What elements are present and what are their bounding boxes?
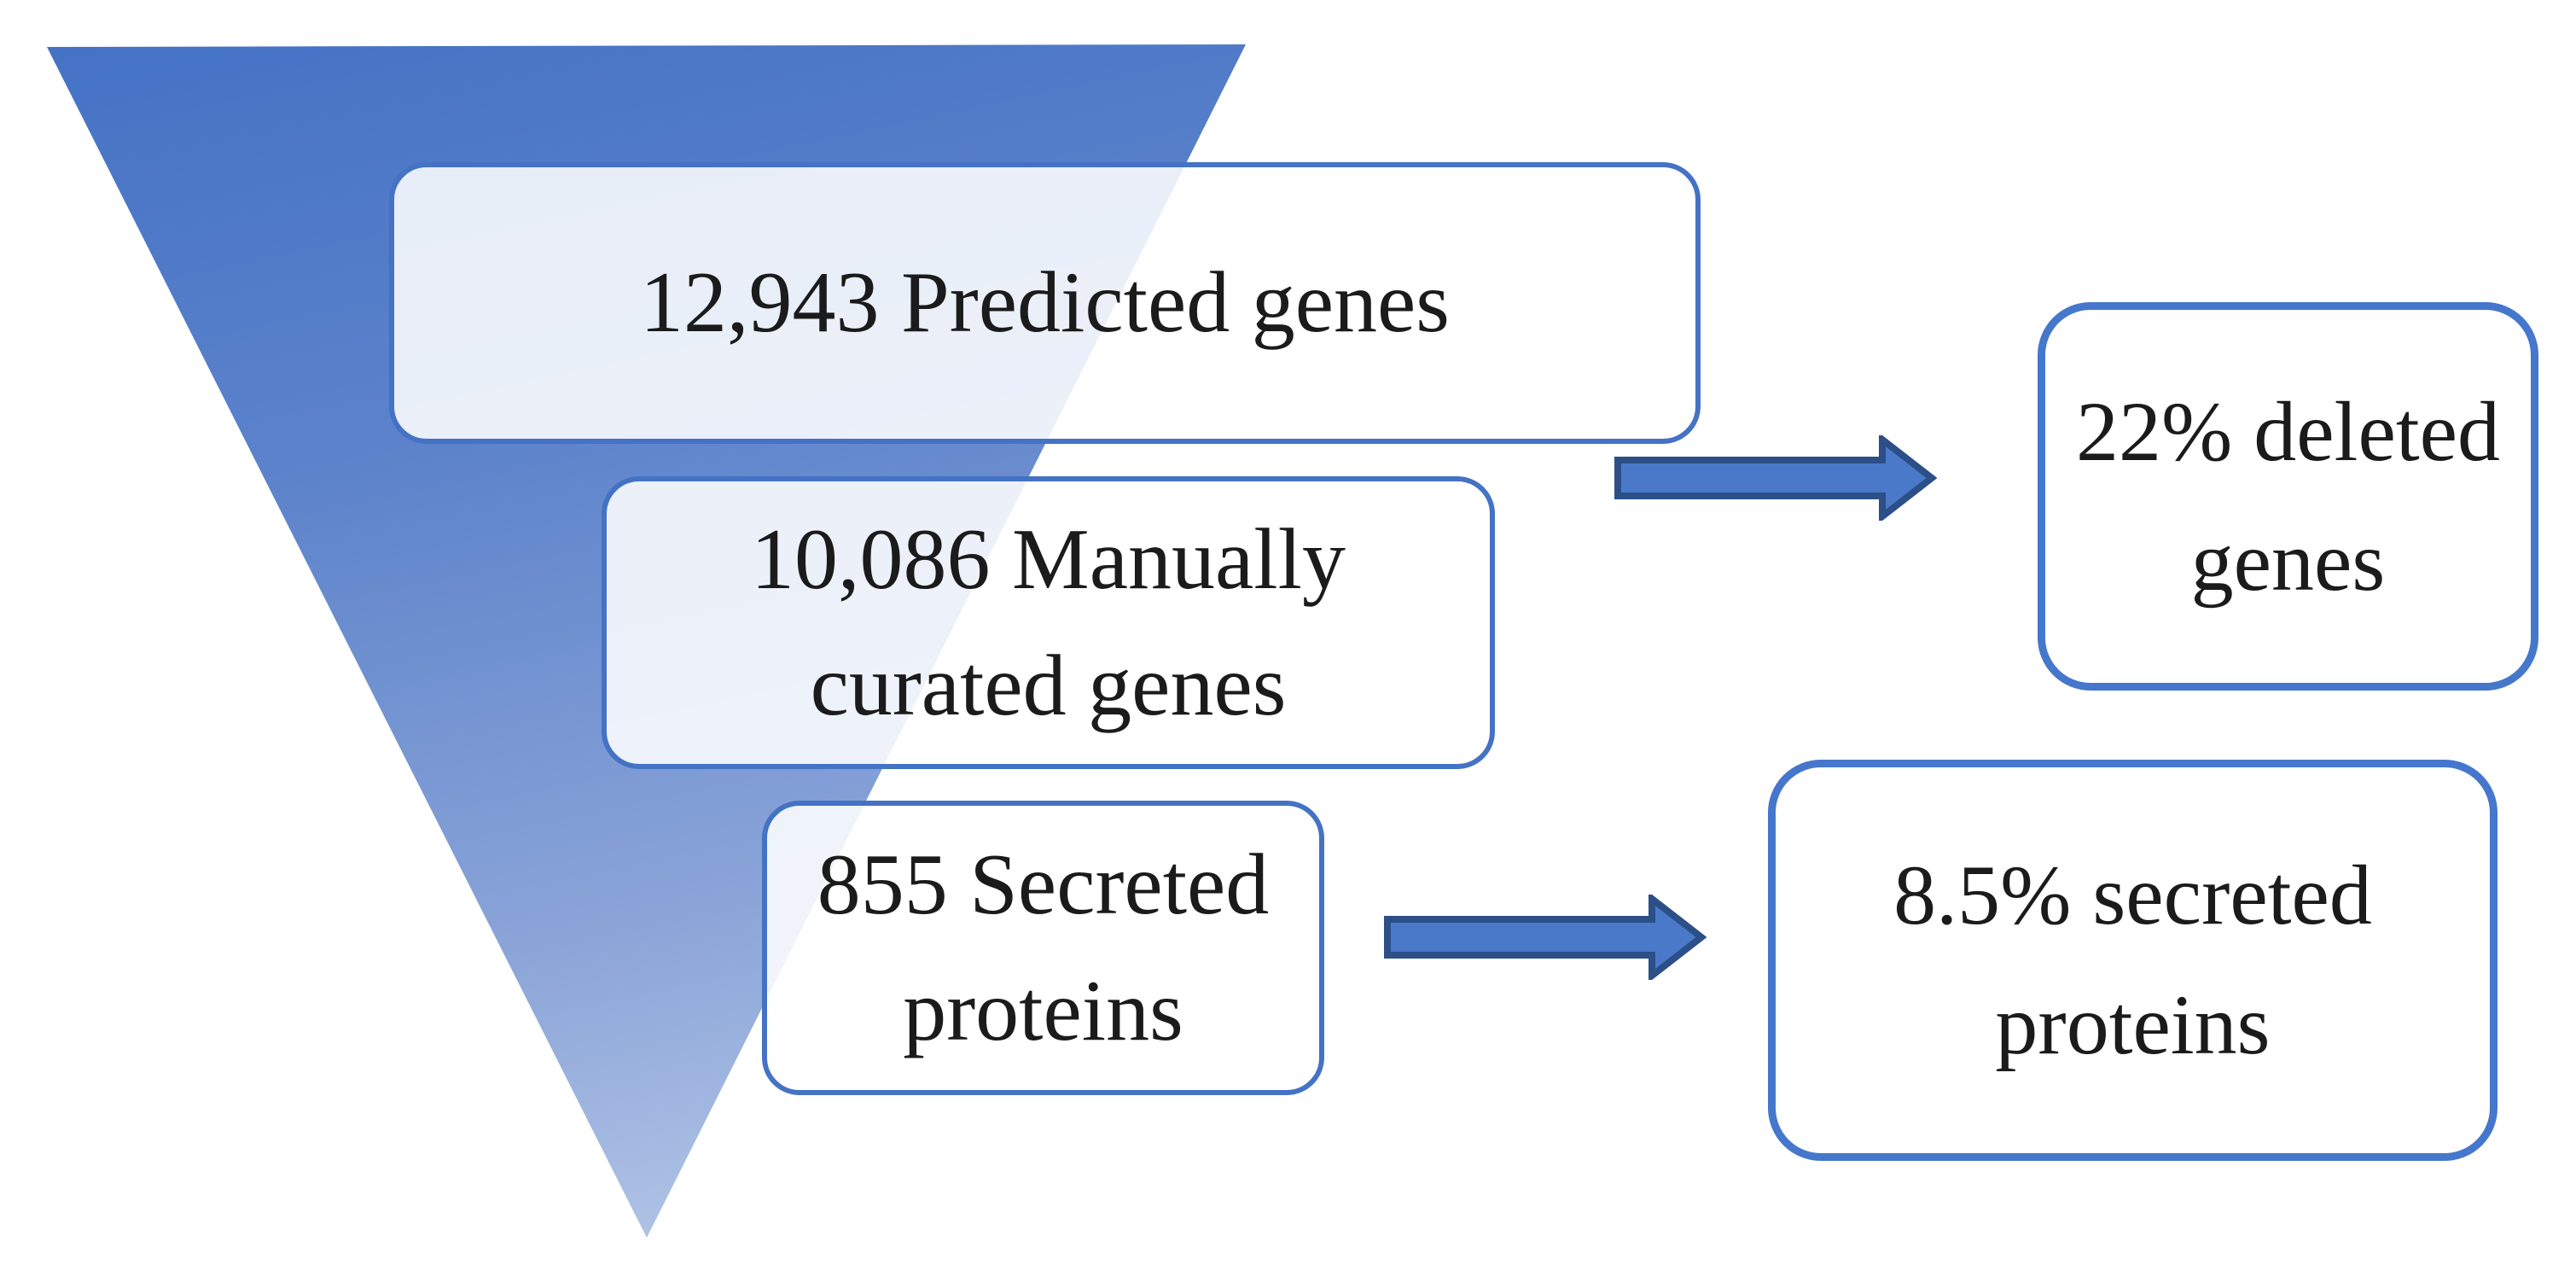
stage-label: 855 Secreted bbox=[817, 836, 1270, 933]
stage-box-secreted-proteins: 855 Secreted proteins bbox=[762, 801, 1324, 1095]
callout-label: 22% deleted bbox=[2075, 383, 2501, 479]
callout-label: genes bbox=[2190, 513, 2386, 609]
callout-box-deleted-genes: 22% deleted genes bbox=[2038, 302, 2538, 691]
callout-label: proteins bbox=[1995, 977, 2271, 1072]
callout-box-secreted-proteins: 8.5% secreted proteins bbox=[1768, 760, 2497, 1161]
callout-label: 8.5% secreted bbox=[1893, 848, 2372, 942]
stage-label: 12,943 Predicted genes bbox=[640, 254, 1450, 352]
stage-label: curated genes bbox=[810, 637, 1287, 734]
stage-label: proteins bbox=[903, 962, 1183, 1059]
right-arrow-icon bbox=[1614, 435, 1937, 521]
right-arrow-icon bbox=[1384, 895, 1707, 980]
stage-label: 10,086 Manually bbox=[751, 510, 1346, 608]
stage-box-predicted-genes: 12,943 Predicted genes bbox=[389, 162, 1701, 444]
stage-box-manually-curated-genes: 10,086 Manually curated genes bbox=[602, 476, 1495, 769]
